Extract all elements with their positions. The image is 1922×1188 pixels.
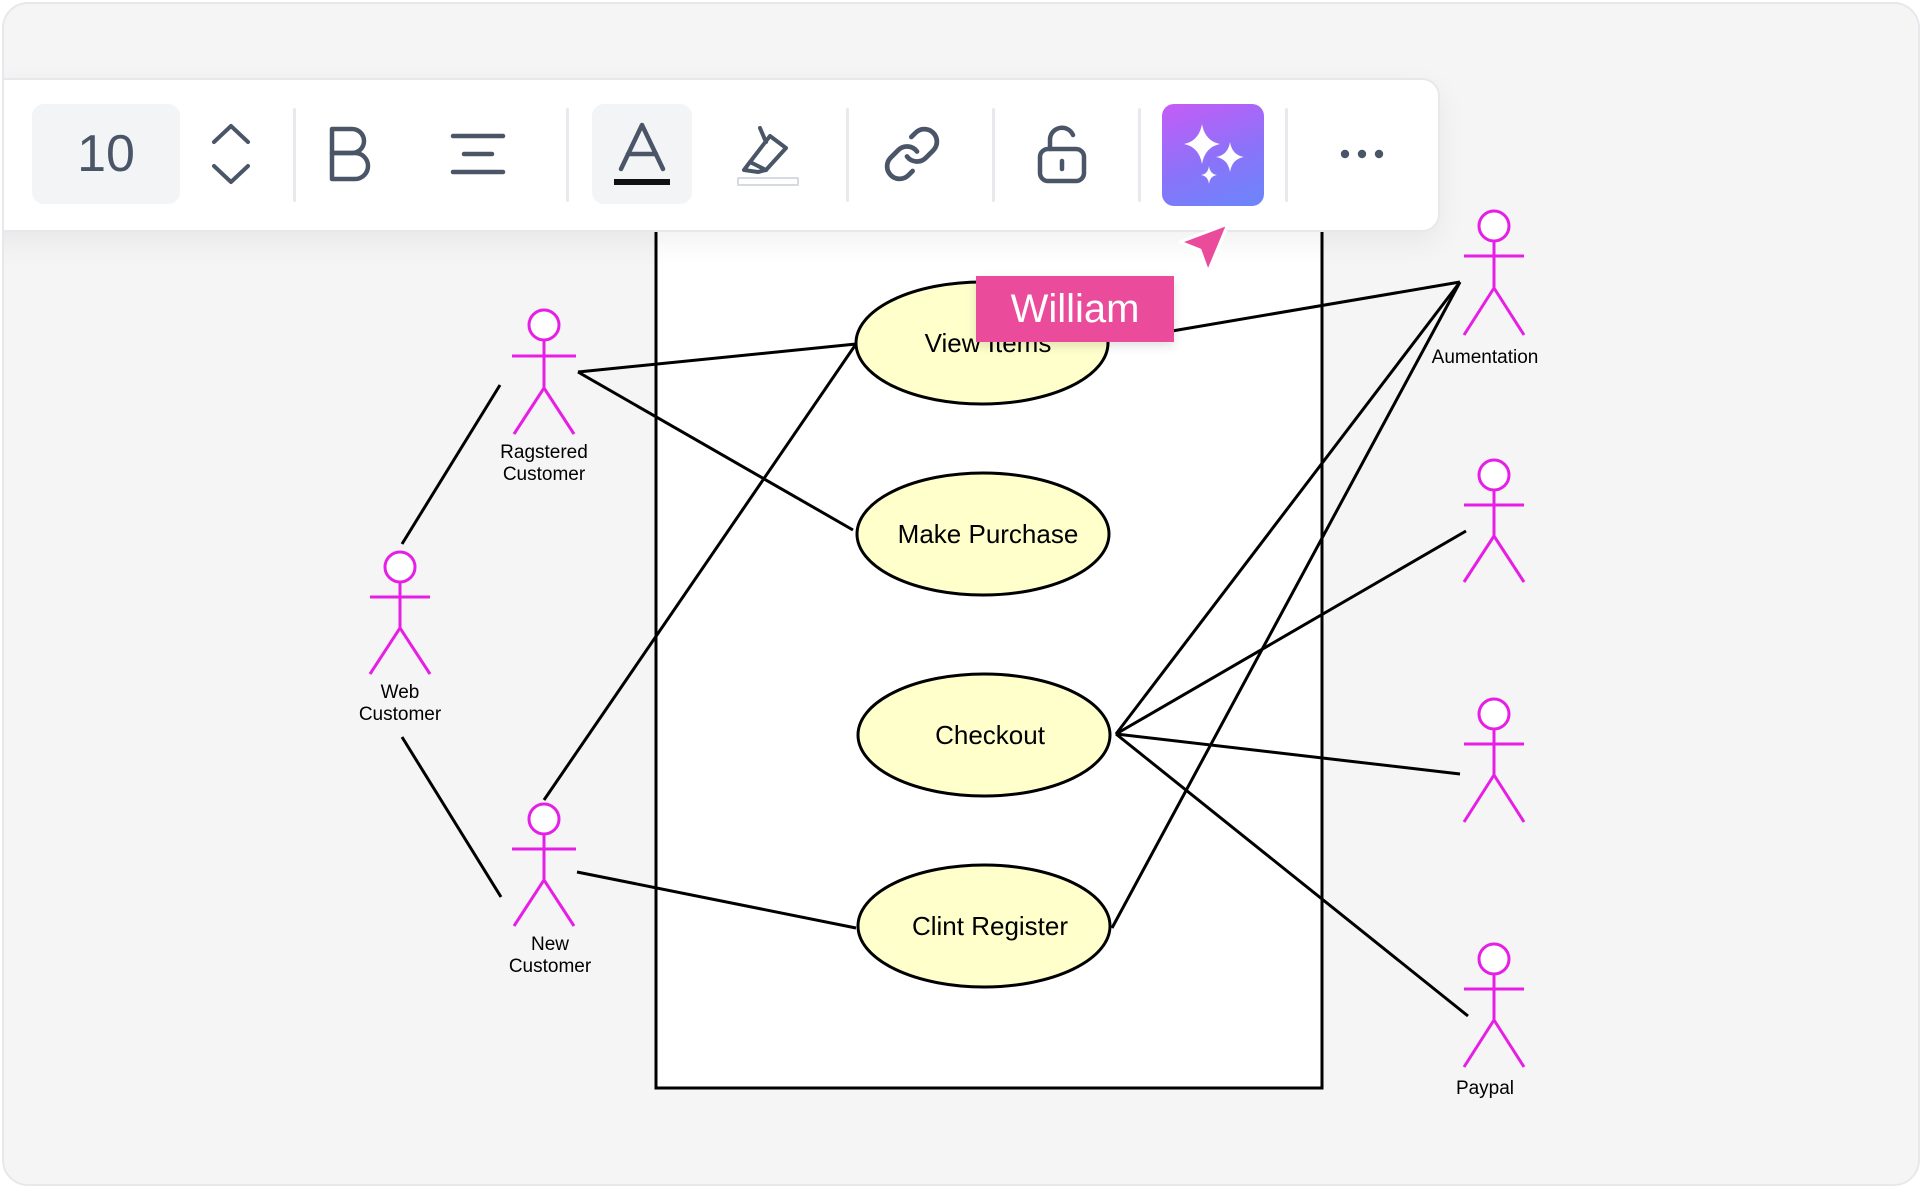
- font-size-field[interactable]: 10: [32, 104, 180, 204]
- actor-registered-customer[interactable]: [512, 308, 576, 435]
- sparkles-icon: [1184, 124, 1244, 184]
- more-horizontal-icon[interactable]: [1312, 104, 1412, 204]
- actor-paypal[interactable]: [1462, 942, 1526, 1068]
- use-case-label: Checkout: [935, 720, 1046, 750]
- actor-label: Web: [381, 682, 420, 703]
- use-case-clint-register[interactable]: Clint Register: [856, 863, 1112, 989]
- use-case-checkout[interactable]: Checkout: [856, 672, 1112, 798]
- ai-assistant-button[interactable]: [1162, 104, 1264, 206]
- actor-label: Paypal: [1456, 1078, 1514, 1099]
- text-color-icon[interactable]: [592, 104, 692, 204]
- actor-label: New: [531, 934, 569, 955]
- format-toolbar: 10: [4, 78, 1440, 232]
- actor-label: Customer: [509, 956, 592, 977]
- actor-unlabeled-2[interactable]: [1462, 697, 1526, 823]
- align-center-icon[interactable]: [428, 104, 528, 204]
- collaborator-cursor-icon: [1174, 220, 1234, 285]
- unlock-icon[interactable]: [1012, 104, 1112, 204]
- use-case-make-purchase[interactable]: Make Purchase: [855, 471, 1111, 597]
- association-lines: [400, 280, 1469, 1018]
- chevron-up-down-icon[interactable]: [196, 104, 266, 204]
- link-icon[interactable]: [862, 104, 962, 204]
- actor-aumentation[interactable]: [1462, 209, 1526, 336]
- use-case-label: Clint Register: [912, 911, 1068, 941]
- actor-label: Customer: [503, 464, 586, 485]
- actor-label: Ragstered: [500, 442, 588, 463]
- actor-unlabeled-1[interactable]: [1462, 458, 1526, 583]
- bold-icon[interactable]: [300, 104, 400, 204]
- collaborator-name-tag: William: [976, 276, 1174, 342]
- highlighter-icon[interactable]: [718, 104, 818, 204]
- actor-label: Aumentation: [1432, 347, 1539, 368]
- use-case-label: Make Purchase: [898, 519, 1079, 549]
- actor-label: Customer: [359, 704, 442, 725]
- actor-new-customer[interactable]: [512, 802, 576, 927]
- actor-web-customer[interactable]: [368, 550, 432, 675]
- use-case-diagram[interactable]: View Items Make Purchase Checkout Clint …: [4, 4, 1920, 1186]
